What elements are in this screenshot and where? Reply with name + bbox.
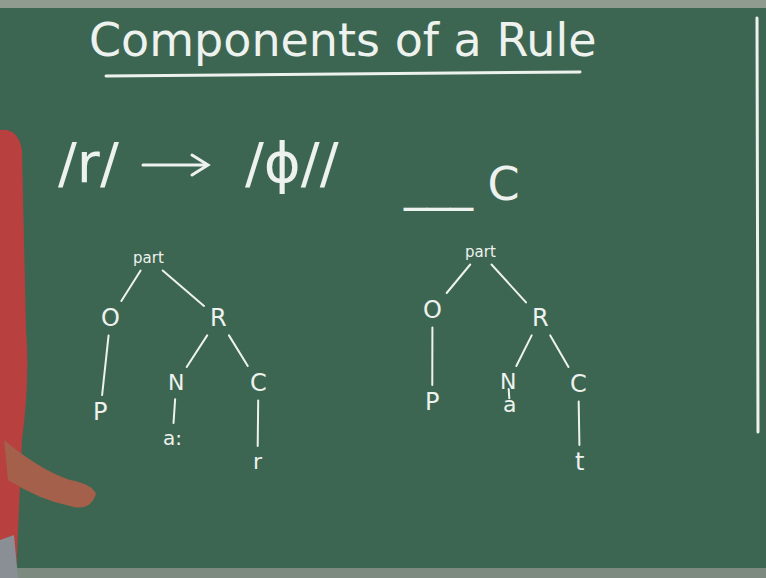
tree-branch <box>578 401 581 445</box>
onset-node: O <box>101 304 120 332</box>
rule-output: /ϕ// <box>245 132 339 194</box>
segment-label: r <box>253 449 262 474</box>
segment-label: P <box>93 398 107 426</box>
board-title: Components of a Rule <box>89 15 597 66</box>
tree-node: a <box>499 391 520 419</box>
tree-node: C <box>246 368 271 398</box>
tree-branch <box>102 335 108 395</box>
tree-node: C <box>566 369 591 399</box>
tree-branch <box>174 399 176 423</box>
rule-arrow <box>143 164 205 167</box>
tree-node: R <box>206 303 231 333</box>
tree-node: part <box>461 242 500 263</box>
tree-branch <box>431 327 433 385</box>
rule-environment: ___ C <box>404 159 520 210</box>
syllable-node: part <box>133 249 164 267</box>
tree-branch <box>492 265 526 303</box>
tree-node: O <box>419 295 446 325</box>
tree-node: P <box>421 387 443 417</box>
tree-node: R <box>528 303 553 333</box>
tree-branch <box>121 271 140 302</box>
nucleus-node: N <box>168 370 184 395</box>
tree-node: r <box>249 448 266 476</box>
segment-label: a <box>503 392 516 417</box>
tree-branch <box>516 335 531 366</box>
tree-branch <box>257 400 259 446</box>
nucleus-node: N <box>500 369 516 394</box>
lecturer-arm <box>4 440 96 508</box>
tree-node: part <box>129 248 168 269</box>
tree-node: N <box>164 369 188 397</box>
rhyme-node: R <box>210 304 227 332</box>
board-divider <box>757 18 758 432</box>
lecturer-shirt <box>0 130 27 578</box>
segment-label: t <box>575 448 584 476</box>
tree-branch <box>550 335 568 367</box>
tree-node: t <box>571 447 588 477</box>
board-ledge <box>0 568 766 578</box>
rule-input: /r/ <box>58 132 119 194</box>
rhyme-node: R <box>532 304 549 332</box>
segment-label: P <box>425 388 439 416</box>
tree-node: O <box>97 303 124 333</box>
tree-branch <box>187 335 208 367</box>
tree-branch <box>447 265 471 294</box>
tree-branch <box>163 271 204 306</box>
coda-node: C <box>570 370 587 398</box>
tree-branch <box>229 335 248 366</box>
tree-node: N <box>496 368 520 396</box>
lecturer-trousers <box>0 535 18 578</box>
onset-node: O <box>423 296 442 324</box>
segment-label: a: <box>163 426 182 450</box>
board-frame <box>0 0 766 8</box>
coda-node: C <box>250 369 267 397</box>
rule-arrowhead <box>192 155 208 175</box>
tree-node: P <box>89 397 111 427</box>
title-underline <box>106 72 580 76</box>
syllable-node: part <box>465 243 496 261</box>
tree-node: a: <box>159 425 186 451</box>
